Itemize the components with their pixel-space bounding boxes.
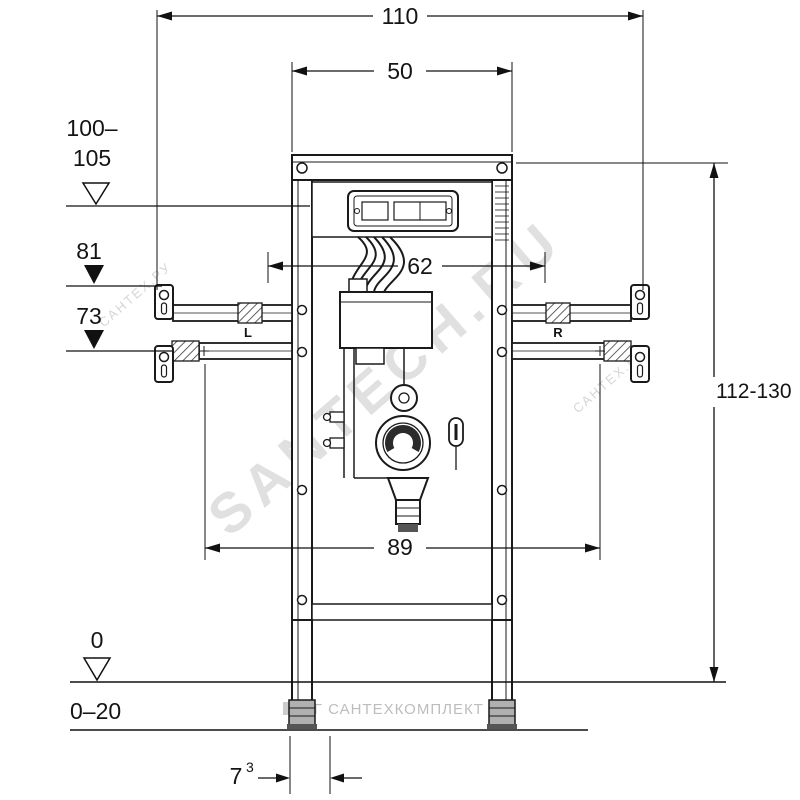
left-rail-label: L: [244, 325, 252, 340]
wall-anchor-right-upper: [511, 284, 650, 324]
dim-floor-zero: 0: [91, 627, 104, 653]
rail-adjuster: [237, 302, 263, 324]
level-marker-actuator: [66, 182, 310, 207]
drain-bend: [354, 477, 430, 532]
dim-100-105-line2: 105: [73, 145, 111, 171]
dim-62: [267, 252, 546, 283]
odour-trap: [375, 415, 431, 471]
right-rail-label: R: [553, 325, 563, 340]
valve-knob: [390, 384, 418, 412]
height-scale: [495, 185, 509, 241]
mounting-frame: [291, 154, 513, 621]
rail-adjuster: [545, 302, 571, 324]
dim-62-value: 62: [407, 253, 433, 279]
screw-hole: [296, 162, 308, 174]
right-foot: [488, 699, 516, 727]
dim-floor-range: 0–20: [70, 698, 121, 724]
stop-valve-handle: [322, 412, 332, 422]
dim-89-value: 89: [387, 534, 413, 560]
water-supply-assembly: [322, 347, 464, 478]
wall-anchor-left-lower: [154, 340, 293, 383]
top-crossbar: [291, 154, 513, 181]
dim-50-value: 50: [387, 58, 413, 84]
dim-100-105-line1: 100–: [66, 115, 117, 141]
dim-7-value: 7: [230, 763, 243, 789]
dim-overall-width: [156, 10, 644, 290]
dim-7-exponent: 3: [246, 759, 254, 775]
wall-anchor-left-upper: [154, 284, 293, 324]
protection-box: [339, 278, 433, 349]
bottom-crossbar: [311, 603, 493, 621]
wall-anchor-right-lower: [511, 340, 650, 383]
flush-actuator-unit: [311, 181, 493, 238]
screw-hole: [496, 162, 508, 174]
dim-73-value: 73: [76, 303, 102, 329]
floor-level-marker: [70, 657, 726, 683]
dim-height-range: [516, 162, 728, 682]
rail-adjuster: [603, 340, 632, 362]
left-foot: [288, 699, 316, 727]
watermark-bottom: ПГ САНТЕХКОМПЛЕКТ: [302, 701, 484, 718]
dim-112-130-value: 112-130: [716, 380, 792, 403]
level-marker-81: [66, 265, 162, 287]
watermarks: SANTECH.RU САНТЕХ.РУ САНТЕХ.РУ ПГ САНТЕХ…: [96, 207, 648, 718]
left-rail: [291, 179, 313, 621]
dim-frame-width: [291, 62, 513, 152]
dim-leg-depth: [258, 736, 362, 794]
dim-anchor-span: [204, 364, 601, 560]
dim-81-value: 81: [76, 238, 102, 264]
rail-adjuster: [171, 340, 200, 362]
dim-110-value: 110: [382, 3, 419, 29]
right-rail: [491, 179, 513, 621]
level-marker-73: [66, 330, 172, 352]
